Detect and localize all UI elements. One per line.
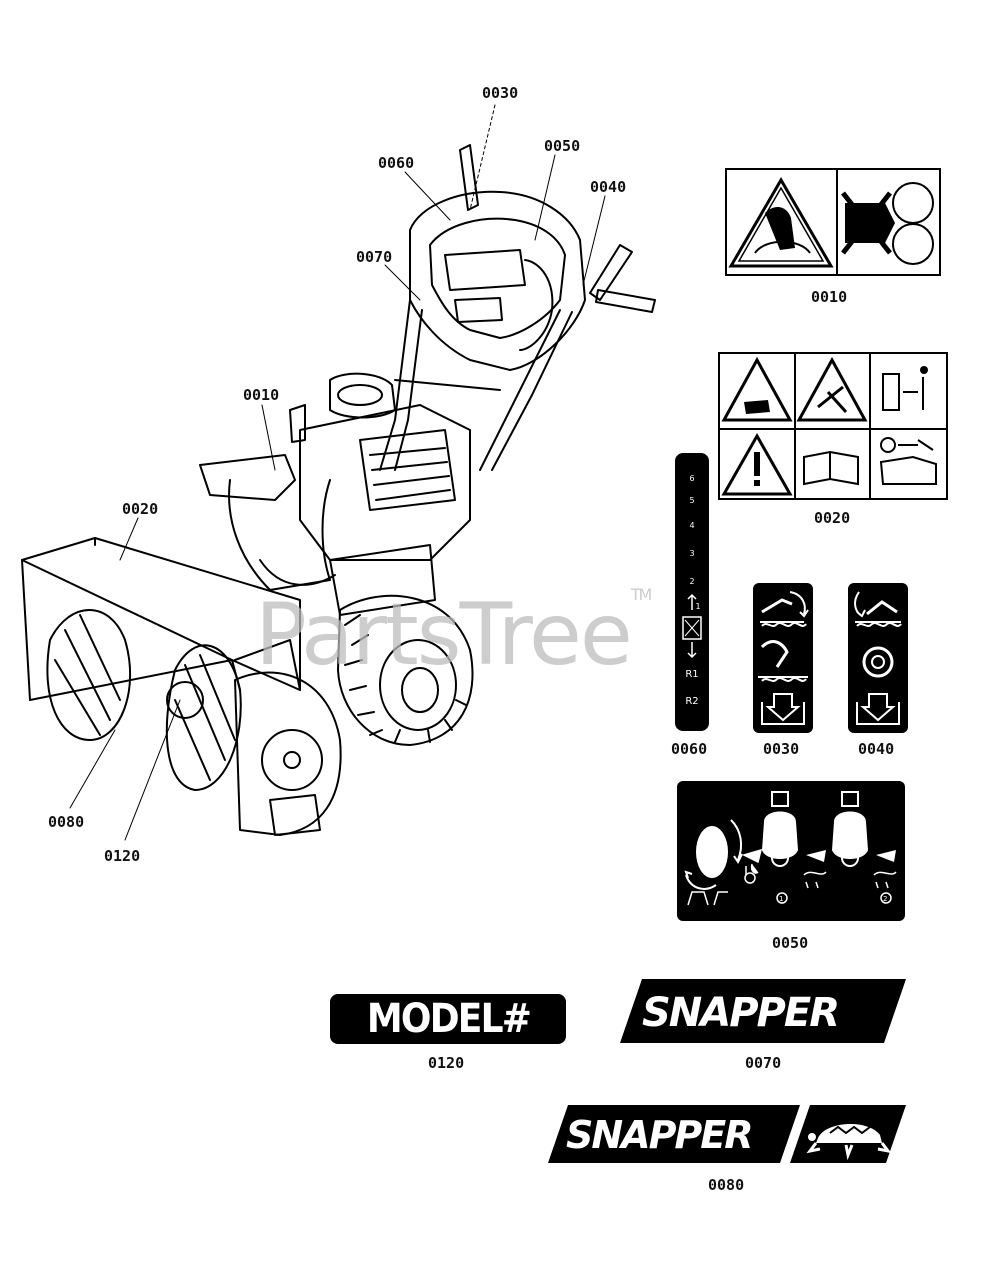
- turtle-logo-icon: [806, 1124, 892, 1161]
- control-console: [409, 190, 586, 371]
- snapper-logo-0070: SNAPPER: [642, 990, 840, 1036]
- hand-icon: [765, 206, 795, 250]
- decal-0020-safety: [718, 352, 948, 500]
- model-number-decal: MODEL#: [366, 996, 532, 1042]
- leader-0080: [69, 729, 116, 809]
- speed-1: 1: [695, 602, 701, 611]
- speed-r1: R1: [685, 669, 699, 680]
- auger-right: [165, 644, 242, 791]
- callout-0080: 0080: [48, 813, 85, 831]
- speed-r2: R2: [685, 696, 699, 707]
- left-handle: [459, 144, 479, 211]
- decal-0080-shape: [548, 1105, 906, 1163]
- decal-0040-drive-control: [848, 583, 908, 733]
- leader-0010: [261, 404, 276, 471]
- handle-frame-left: [379, 299, 411, 471]
- callout-0020: 0020: [122, 500, 159, 518]
- watermark-text: PartsTree: [255, 585, 633, 685]
- leader-0070: [384, 264, 421, 301]
- partstree-watermark: PartsTreeTM: [255, 585, 653, 685]
- callout-0030: 0030: [482, 84, 519, 102]
- leader-0020: [119, 517, 139, 561]
- label-0010: 0010: [811, 288, 848, 306]
- handle-frame-right: [479, 309, 561, 471]
- speed-4: 4: [689, 521, 695, 530]
- leader-0060: [404, 171, 451, 221]
- decal-0050-chute-control: 1 2: [677, 781, 905, 921]
- decal-0060-speed-strip: [675, 453, 709, 731]
- callout-0040: 0040: [590, 178, 627, 196]
- svg-text:1: 1: [779, 895, 783, 903]
- leader-0120: [124, 699, 181, 841]
- watermark-tm: TM: [630, 585, 653, 604]
- label-0070: 0070: [745, 1054, 782, 1072]
- callout-0060: 0060: [378, 154, 415, 172]
- wheel-tire: [337, 594, 474, 746]
- engine-block: [299, 404, 471, 561]
- speed-2: 2: [689, 577, 695, 586]
- label-0020: 0020: [814, 509, 851, 527]
- label-0080: 0080: [708, 1176, 745, 1194]
- callout-0070: 0070: [356, 248, 393, 266]
- side-plate: [234, 671, 342, 836]
- leader-0050: [534, 154, 556, 241]
- decal-0120-shape: [330, 994, 566, 1044]
- snapper-logo-0080: SNAPPER: [566, 1113, 753, 1157]
- label-0060: 0060: [671, 740, 708, 758]
- callout-0010: 0010: [243, 386, 280, 404]
- decal-0030-auger-control: [753, 583, 813, 733]
- auger-left: [46, 609, 132, 741]
- decal-0070-shape: [620, 979, 906, 1043]
- speed-5: 5: [689, 496, 695, 505]
- callout-0120: 0120: [104, 847, 141, 865]
- leader-0040: [582, 195, 606, 286]
- speed-6: 6: [689, 474, 695, 483]
- leader-0030: [469, 104, 496, 211]
- right-handle-bar: [595, 289, 656, 313]
- label-0120: 0120: [428, 1054, 465, 1072]
- decal-0010-warning: [725, 168, 941, 276]
- label-0040: 0040: [858, 740, 895, 758]
- label-0030: 0030: [763, 740, 800, 758]
- callout-0050: 0050: [544, 137, 581, 155]
- speed-3: 3: [689, 549, 695, 558]
- svg-text:2: 2: [883, 895, 887, 903]
- label-0050: 0050: [772, 934, 809, 952]
- discharge-chute: [199, 454, 296, 501]
- right-handle-grip: [589, 244, 633, 301]
